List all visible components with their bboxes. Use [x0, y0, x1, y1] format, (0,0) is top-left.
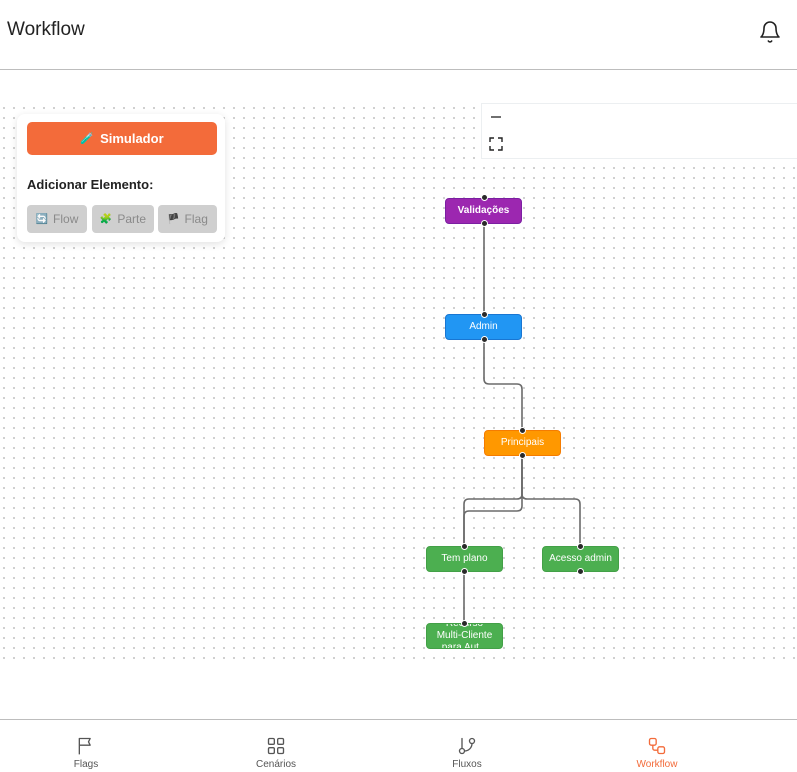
node-handle[interactable]: [461, 568, 468, 575]
edges-layer: [463, 224, 581, 624]
simulator-button[interactable]: 🧪 Simulador: [27, 122, 217, 155]
node-handle[interactable]: [461, 620, 468, 627]
nav-item-fluxos[interactable]: Fluxos: [437, 720, 497, 772]
workflow-canvas[interactable]: Validações Admin Principais Tem plano Ac…: [0, 70, 797, 719]
element-panel: 🧪 Simulador Adicionar Elemento: 🔄 Flow 🧩…: [17, 114, 225, 242]
add-flow-label: Flow: [53, 212, 79, 226]
flag-icon: 🏴: [167, 213, 180, 225]
node-handle[interactable]: [519, 452, 526, 459]
edge-principais-tem-plano: [463, 455, 523, 547]
flag-icon: [78, 737, 91, 755]
nav-item-cenarios[interactable]: Cenários: [246, 720, 306, 772]
node-handle[interactable]: [481, 220, 488, 227]
refresh-icon: 🔄: [35, 213, 49, 225]
node-label: Admin: [469, 321, 498, 332]
node-principais[interactable]: Principais: [484, 430, 561, 456]
fullscreen-icon[interactable]: [483, 131, 509, 157]
node-label: Validações: [457, 205, 510, 216]
node-tem-plano[interactable]: Tem plano: [426, 546, 503, 572]
add-part-button[interactable]: 🧩 Parte: [92, 205, 154, 233]
add-flow-button[interactable]: 🔄 Flow: [27, 205, 87, 233]
node-handle[interactable]: [461, 543, 468, 550]
edge-principais-acesso-admin: [521, 455, 581, 547]
page-title: Workflow: [7, 19, 85, 40]
add-part-label: Parte: [117, 212, 147, 226]
test-tube-icon: 🧪: [80, 133, 95, 145]
canvas-bottom-margin: [0, 666, 797, 719]
git-branch-icon: [458, 737, 476, 755]
nav-label: Workflow: [636, 759, 678, 770]
canvas-top-margin: [0, 70, 797, 100]
nav-label: Cenários: [255, 759, 297, 770]
grid-icon: [267, 737, 285, 755]
node-label: Tem plano: [441, 553, 488, 564]
workflow-icon: [648, 737, 666, 755]
node-handle[interactable]: [519, 427, 526, 434]
nav-label: Fluxos: [452, 759, 482, 770]
node-handle[interactable]: [481, 311, 488, 318]
bell-icon[interactable]: [758, 20, 782, 44]
minus-icon[interactable]: [483, 104, 509, 130]
nav-label: Flags: [73, 759, 99, 770]
node-handle[interactable]: [481, 194, 488, 201]
zoom-controls: [481, 103, 797, 159]
edge-admin-principais: [483, 339, 523, 431]
node-handle[interactable]: [481, 336, 488, 343]
nav-item-workflow[interactable]: Workflow: [627, 720, 687, 772]
nav-item-flags[interactable]: Flags: [56, 720, 116, 772]
node-label: Principais: [500, 437, 545, 448]
add-flag-button[interactable]: 🏴 Flag: [158, 205, 217, 233]
simulator-label: Simulador: [100, 131, 164, 146]
node-handle[interactable]: [577, 568, 584, 575]
add-flag-label: Flag: [184, 212, 208, 226]
edge-principais-tem-plano-b: [463, 455, 523, 547]
node-label: Acesso admin: [549, 553, 612, 564]
puzzle-icon: 🧩: [99, 213, 113, 225]
bottom-nav: Flags Cenários Fluxos Workflow: [0, 719, 797, 772]
header: Workflow: [0, 0, 797, 70]
add-element-label: Adicionar Elemento:: [27, 177, 154, 192]
node-handle[interactable]: [577, 543, 584, 550]
